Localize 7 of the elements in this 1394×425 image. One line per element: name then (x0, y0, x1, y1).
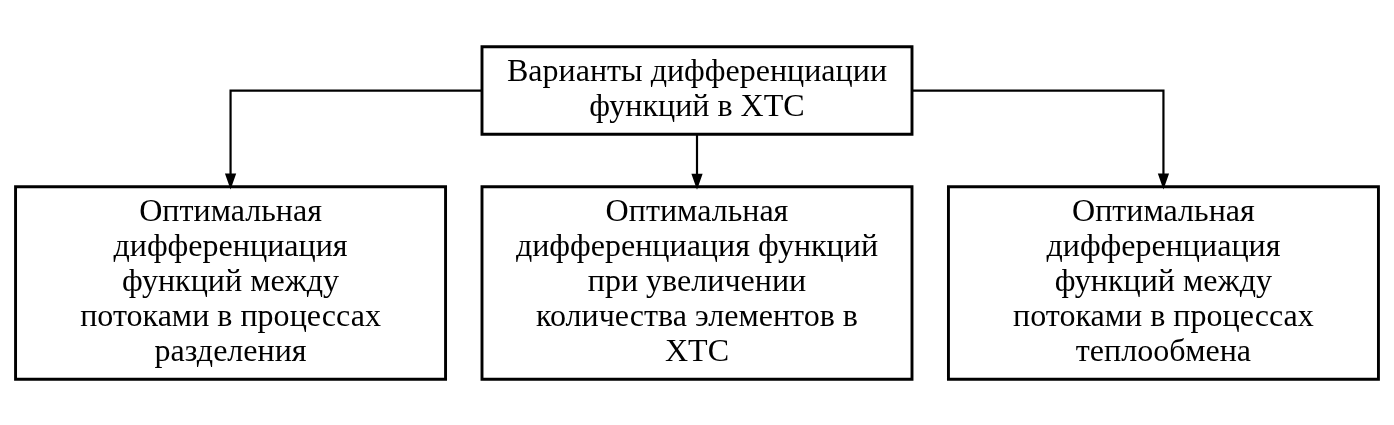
arrow (912, 88, 1170, 189)
arrow (224, 88, 482, 189)
node-box: Оптимальная дифференциация функций при увеличении количества элементов в ХТС (480, 184, 914, 381)
node-box: Варианты дифференциации функций в ХТС (480, 44, 914, 136)
node-box: Оптимальная дифференциация функций между потоками в процессах теплообмена (947, 184, 1380, 381)
arrow (691, 134, 703, 190)
node-box: Оптимальная дифференциация функций между потоками в процессах разделения (14, 184, 447, 381)
